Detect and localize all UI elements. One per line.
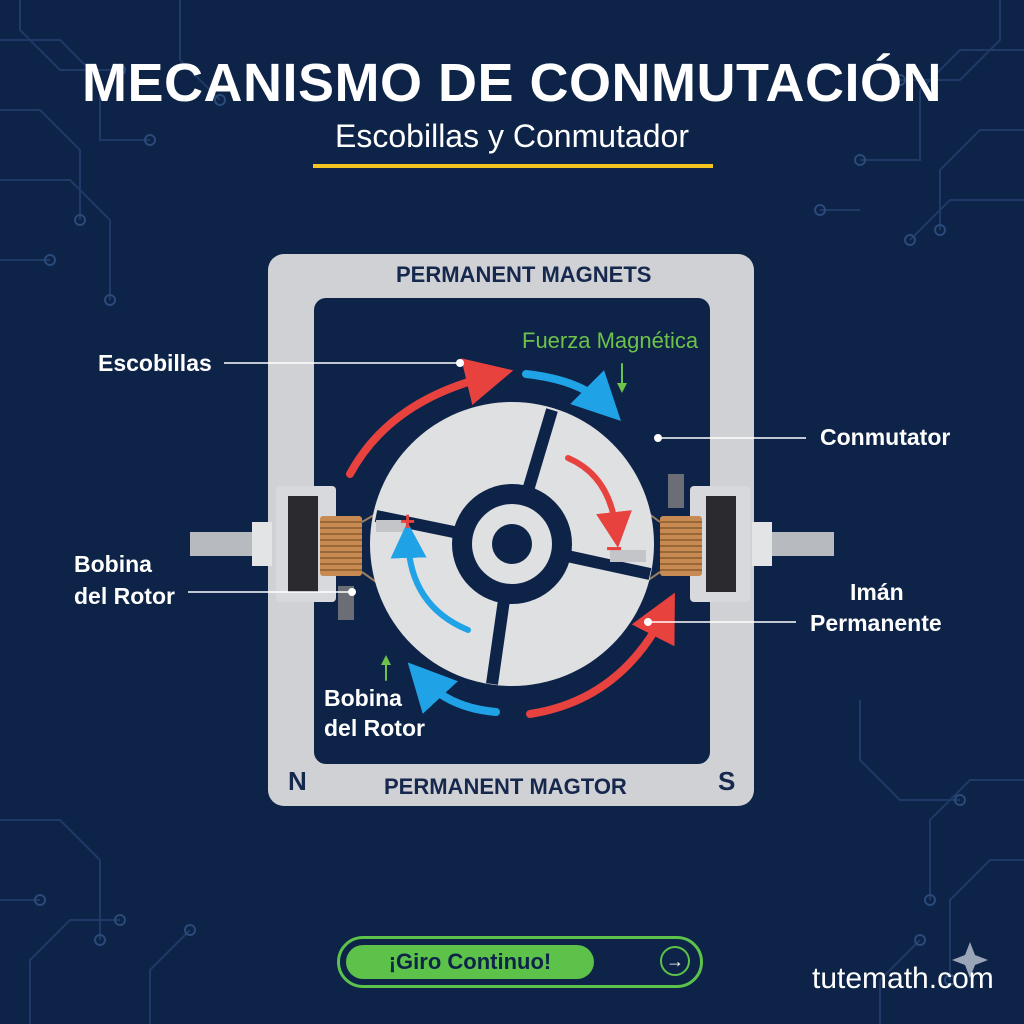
callout-lines: [188, 362, 806, 623]
coil-windings-right: [660, 521, 702, 571]
magnet-block-left: [288, 496, 318, 592]
callout-rotor-coil-line1: Bobina: [74, 551, 152, 577]
callout-brushes: Escobillas: [98, 350, 212, 376]
callout-commutator: Conmutator: [820, 424, 951, 450]
shaft-hole: [492, 524, 532, 564]
callout-magnet-line2: Permanente: [810, 610, 942, 636]
sparkle-icon: [952, 942, 988, 978]
pole-south-label: S: [718, 766, 736, 796]
brand-logo-text: tutemath.com: [812, 962, 994, 995]
red-arrow-bottom-right: [526, 592, 675, 718]
blue-arrow-inner-left: [390, 522, 471, 633]
force-label: Fuerza Magnética: [522, 328, 699, 353]
title-underline: [313, 164, 713, 168]
brush-right: [668, 474, 684, 508]
continuous-spin-label: ¡Giro Continuo!: [346, 945, 594, 979]
shaft-collar-left: [252, 522, 272, 566]
inner-coil-label-line2: del Rotor: [324, 715, 425, 741]
frame-bottom-label: PERMANENT MAGTOR: [384, 774, 627, 799]
minus-sign: −: [606, 533, 622, 564]
page-subtitle: Escobillas y Conmutador: [335, 118, 689, 154]
magnet-block-right: [706, 496, 736, 592]
continuous-spin-button[interactable]: ¡Giro Continuo! →: [337, 936, 703, 988]
plus-sign: +: [400, 506, 415, 536]
callout-magnet-line1: Imán: [850, 579, 904, 605]
callout-rotor-coil-line2: del Rotor: [74, 583, 175, 609]
red-arrow-inner-right: [565, 455, 632, 548]
page-title: MECANISMO DE CONMUTACIÓN: [82, 53, 942, 113]
blue-arrow-bottom: [407, 662, 500, 716]
shaft-collar-right: [752, 522, 772, 566]
pole-north-label: N: [288, 766, 307, 796]
frame-top-label: PERMANENT MAGNETS: [396, 262, 652, 287]
arrow-right-icon: →: [660, 946, 690, 976]
brush-contact-right: [610, 550, 646, 562]
blue-arrow-top: [522, 370, 621, 421]
inner-coil-label-line1: Bobina: [324, 685, 402, 711]
coil-windings-left: [320, 521, 362, 571]
callout-dots: [348, 359, 662, 626]
red-arrow-top-left: [346, 358, 514, 478]
